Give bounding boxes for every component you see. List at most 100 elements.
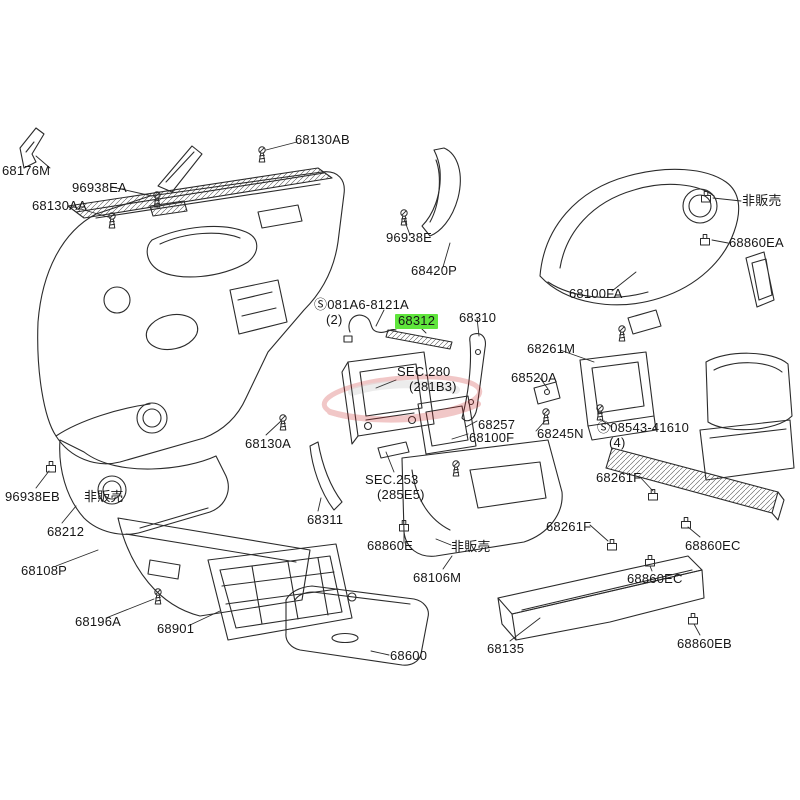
part-label-68860e: 68860E	[367, 538, 414, 554]
part-label-68245n: 68245N	[537, 426, 584, 442]
part-number-text: 96938EA	[72, 180, 127, 195]
part-label-68100fa: 68100FA	[569, 286, 623, 302]
part-label-sec253: SEC.253(285E5)	[365, 472, 425, 502]
part-number-text: 96938EB	[5, 489, 60, 504]
armrest-console	[699, 352, 795, 481]
part-number-text: SEC.253	[365, 472, 419, 487]
part-label-68860ec-b: 68860EC	[627, 571, 683, 587]
cluster-lid-68100fa	[539, 168, 740, 306]
part-label-68520a: 68520A	[511, 370, 558, 386]
watermark	[321, 374, 483, 423]
part-label-68600: 68600	[390, 648, 428, 664]
part-label-68196a: 68196A	[75, 614, 122, 630]
part-number-text: 68108P	[21, 563, 68, 578]
part-number-text: 96938E	[386, 230, 433, 245]
part-label-sec280: SEC.280(281B3)	[397, 364, 457, 394]
part-number-text: 68245N	[537, 426, 584, 441]
bracket-68311	[309, 441, 343, 511]
part-number-text: 68860EA	[729, 235, 784, 250]
part-label-68311: 68311	[307, 512, 344, 528]
part-label-68261f-a: 68261F	[596, 470, 642, 486]
bracket-68310	[461, 333, 486, 422]
part-number-text: 68261F	[596, 470, 642, 485]
knee-panel-68212	[59, 439, 229, 535]
corner-trim-96938ea	[157, 145, 203, 193]
part-number-text: 68176M	[2, 163, 51, 178]
part-label-68860ec-a: 68860EC	[685, 538, 741, 554]
garnish-68261f	[605, 447, 785, 551]
part-label-68135: 68135	[487, 641, 525, 657]
glove-lid-68600	[285, 585, 429, 666]
lower-panel-68106m	[401, 439, 563, 557]
trim-68135	[497, 555, 705, 641]
part-label-68261f-b: 68261F	[546, 519, 592, 535]
finisher-68257-68100f	[417, 395, 477, 455]
part-number-text: 68130AB	[295, 132, 350, 147]
part-label-081a6-8121a: Ⓢ081A6-8121A(2)	[314, 297, 409, 327]
part-number-text: 68100FA	[569, 286, 623, 301]
side-trim-right	[745, 251, 775, 308]
part-number-text: Ⓢ081A6-8121A	[314, 297, 409, 312]
part-number-text: 68860EB	[677, 636, 732, 651]
part-number-text: 68311	[307, 512, 344, 527]
part-label-nonsale-mid: 非販売	[451, 539, 491, 555]
av-unit-sec280	[341, 351, 435, 445]
part-label-68860eb: 68860EB	[677, 636, 732, 652]
part-number-text: 68600	[390, 648, 428, 663]
leader-lines	[35, 141, 742, 656]
part-number-text: 68196A	[75, 614, 122, 629]
part-number-text: 非販売	[742, 193, 782, 208]
glove-inner-68901	[207, 543, 353, 641]
part-number-text: 非販売	[451, 539, 491, 554]
part-label-68130a: 68130A	[245, 436, 292, 452]
part-label-68108p: 68108P	[21, 563, 68, 579]
bracket-68176m	[19, 127, 45, 169]
part-number-text: SEC.280	[397, 364, 451, 379]
part-number-text: 68100F	[469, 430, 515, 445]
part-number-text: 68261M	[527, 341, 576, 356]
finisher-68261m	[579, 351, 657, 441]
bracket-96938e-68420p	[400, 147, 461, 237]
part-label-68130ab: 68130AB	[295, 132, 350, 148]
part-number-text: 68261F	[546, 519, 592, 534]
part-number-text: 68860EC	[685, 538, 741, 553]
part-label-68130aa: 68130AA	[32, 198, 87, 214]
part-label-68860ea: 68860EA	[729, 235, 784, 251]
part-number-text: 68901	[157, 621, 195, 636]
part-label-68261m: 68261M	[527, 341, 576, 357]
part-number-text: 68212	[47, 524, 85, 539]
instrument-panel-main	[37, 171, 345, 465]
part-label-68176m: 68176M	[2, 163, 51, 179]
part-quantity-text: (4)	[609, 434, 626, 450]
part-number-text: 68106M	[413, 570, 462, 585]
part-label-68901: 68901	[157, 621, 195, 637]
part-number-text: 68310	[459, 310, 497, 325]
feeder-68312	[385, 329, 453, 350]
part-number-text: 68420P	[411, 263, 458, 278]
part-label-96938eb: 96938EB	[5, 489, 60, 505]
screws-right-center	[618, 309, 662, 342]
bracket-68520a	[533, 381, 561, 425]
part-label-nonsale-top: 非販売	[742, 193, 782, 209]
part-number-text: 68135	[487, 641, 525, 656]
part-number-text: 68860EC	[627, 571, 683, 586]
part-label-68106m: 68106M	[413, 570, 462, 586]
bracket-sec253	[377, 441, 410, 459]
part-number-text: 68520A	[511, 370, 558, 385]
part-label-68212: 68212	[47, 524, 85, 540]
part-number-text: 68130A	[245, 436, 292, 451]
part-label-68312: 68312	[395, 313, 439, 329]
part-label-68310: 68310	[459, 310, 497, 326]
part-label-68420p: 68420P	[411, 263, 458, 279]
part-quantity-text: (2)	[326, 311, 343, 327]
part-label-96938e: 96938E	[386, 230, 433, 246]
part-number-text: 68312	[398, 313, 436, 328]
part-number-text: Ⓢ08543-41610	[597, 420, 690, 435]
part-label-68100f: 68100F	[469, 430, 515, 446]
part-quantity-text: (281B3)	[409, 378, 457, 394]
part-number-text: 68860E	[367, 538, 414, 553]
defroster-grille	[67, 167, 333, 219]
